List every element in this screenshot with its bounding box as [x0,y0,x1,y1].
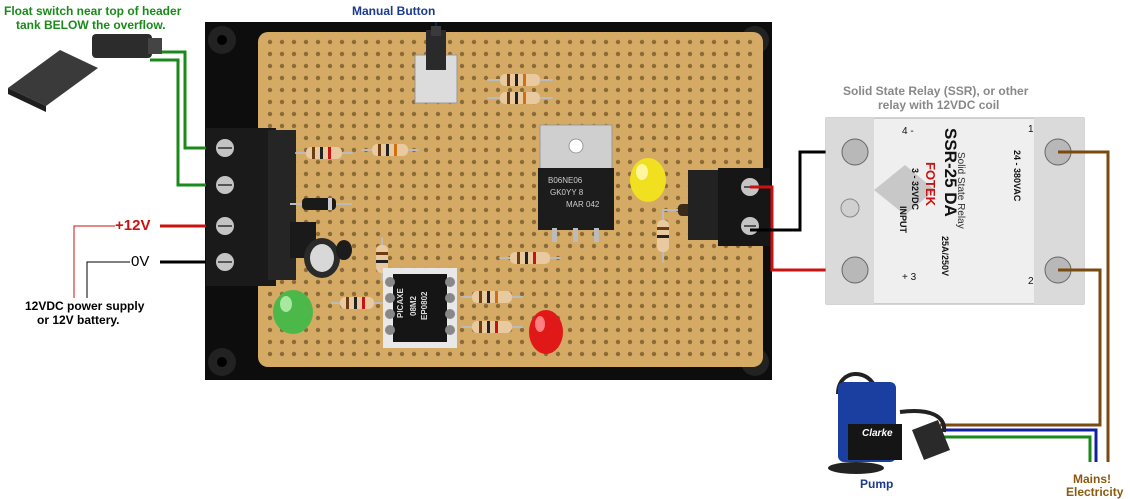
ssr-terminal-4: 4 - [902,126,914,137]
green-led [273,290,313,334]
pump-label: Pump [860,477,894,491]
float-switch-wires [150,50,225,187]
capacitor [304,238,352,278]
ssr-label-line2: relay with 12VDC coil [878,98,1000,112]
zero-v-leader [86,261,130,298]
ssr-dc-range: 3 - 32VDC [910,168,920,211]
manual-button-label: Manual Button [352,4,436,18]
mosfet-marking-2: GK0YY 8 [550,188,584,197]
mosfet [538,124,614,242]
ssr-relay [825,117,1085,305]
mains-wires [940,150,1110,462]
float-switch-icon [8,34,162,112]
picaxe-chip-sub2: EP0802 [420,291,429,320]
left-terminal-block [206,128,296,286]
picaxe-chip-sub1: 08M2 [409,295,418,316]
mains-label-line1: Mains! [1073,472,1112,486]
ssr-label-line1: Solid State Relay (SSR), or other [843,84,1029,98]
float-switch-label-line1: Float switch near top of header [4,4,182,18]
ssr-ac-range: 24 - 380VAC [1012,150,1022,202]
right-terminal-block [688,168,770,246]
pump-icon [828,372,950,474]
red-led [529,310,563,354]
yellow-led [630,158,666,202]
plus12v-label: +12V [115,217,151,234]
ssr-terminal-1: 1 [1028,124,1034,135]
ssr-rating: 25A/250V [940,236,950,277]
ssr-type: Solid State Relay [955,152,966,229]
ssr-terminal-2: 2 [1028,276,1034,287]
pump-brand: Clarke [862,428,893,439]
ssr-input-label: INPUT [898,206,908,233]
power-supply-label-line2: or 12V battery. [37,313,120,327]
plus12v-leader [73,225,115,298]
zero-v-label: 0V [131,253,150,270]
mosfet-marking-3: MAR 042 [566,200,600,209]
mains-label-line2: Electricity [1066,485,1124,499]
power-supply-label-line1: 12VDC power supply [25,299,145,313]
picaxe-chip [383,268,457,348]
manual-button [414,26,458,104]
ssr-brand: FOTEK [923,162,938,207]
ssr-terminal-3: + 3 [902,272,917,283]
resistors [295,74,669,333]
picaxe-chip-text: PICAXE [396,288,405,318]
mosfet-marking-1: B06NE06 [548,176,583,185]
float-switch-label-line2: tank BELOW the overflow. [16,18,166,32]
